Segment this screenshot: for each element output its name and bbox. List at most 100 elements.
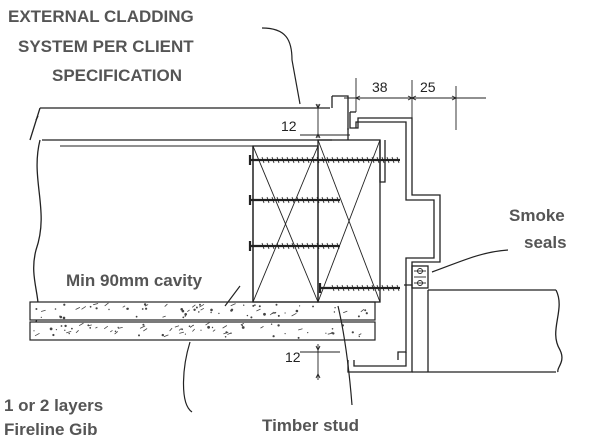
gib-speckle xyxy=(184,313,187,316)
timber-stud xyxy=(252,139,381,303)
gib-speckle xyxy=(75,330,79,334)
gib-speckle xyxy=(54,308,57,310)
gib-speckle xyxy=(357,315,360,318)
cavity-label: Min 90mm cavity xyxy=(66,271,203,290)
gib-speckle-texture xyxy=(33,302,368,339)
gib-speckle xyxy=(243,304,245,306)
gib-speckle xyxy=(93,303,99,306)
gib-speckle xyxy=(122,305,126,308)
gib-speckle xyxy=(295,309,299,313)
smoke-seals-label-line-2: seals xyxy=(524,233,567,252)
gib-speckle xyxy=(277,314,280,317)
gib-speckle xyxy=(199,303,201,306)
gib-speckle xyxy=(193,308,196,311)
gib-speckle xyxy=(59,315,61,317)
cladding-label-line-1: EXTERNAL CLADDING xyxy=(8,7,194,26)
gib-speckle xyxy=(135,315,138,318)
gib-speckle xyxy=(207,325,211,329)
gib-speckle xyxy=(163,334,169,338)
gib-speckle xyxy=(164,303,168,307)
gib-speckle xyxy=(198,311,200,313)
gib-speckle xyxy=(104,302,109,307)
gib-speckle xyxy=(145,307,148,310)
gib-speckle xyxy=(142,323,145,326)
gib-speckle xyxy=(187,309,190,313)
gib-speckle xyxy=(200,307,205,311)
gib-speckle xyxy=(117,327,123,329)
screw xyxy=(248,195,340,205)
gib-speckle xyxy=(364,309,367,312)
screw xyxy=(248,155,400,165)
gib-speckle xyxy=(358,335,360,338)
cladding-label-line-3: SPECIFICATION xyxy=(52,66,182,85)
gib-speckle xyxy=(33,330,35,332)
gib-speckle xyxy=(64,329,66,331)
gib-speckle xyxy=(212,329,216,332)
gib-label-line-2: Fireline Gib xyxy=(4,420,98,439)
gib-speckle xyxy=(103,325,109,330)
gib-label-line-1: 1 or 2 layers xyxy=(4,396,103,415)
gib-speckle xyxy=(223,331,229,335)
gib-speckle xyxy=(241,326,245,329)
gib-speckle xyxy=(250,316,253,319)
dimension-top-gap: 12 xyxy=(281,118,297,134)
gib-speckle xyxy=(256,308,261,312)
screw xyxy=(248,241,340,251)
gib-speckle xyxy=(34,332,40,337)
gib-speckle xyxy=(210,311,212,314)
gib-speckle xyxy=(60,325,63,327)
gib-speckle xyxy=(178,328,182,331)
gib-speckle xyxy=(108,308,110,311)
gib-speckle xyxy=(227,332,232,335)
gib-speckle xyxy=(35,308,38,310)
gib-speckle xyxy=(258,305,261,308)
gib-speckle xyxy=(327,332,333,335)
smoke-seals-label-line-1: Smoke xyxy=(509,206,565,225)
gib-speckle xyxy=(180,308,183,311)
smoke-seal xyxy=(411,265,429,289)
gib-speckle xyxy=(184,315,186,317)
gib-speckle xyxy=(126,308,128,310)
gib-speckle xyxy=(143,303,147,306)
gib-speckle xyxy=(139,325,146,329)
gib-speckle xyxy=(114,330,117,333)
gib-speckle xyxy=(49,327,53,331)
gib-speckle xyxy=(291,312,297,317)
wall-break-line xyxy=(33,139,42,323)
gib-speckle xyxy=(114,331,119,335)
gib-speckle xyxy=(274,312,276,314)
gib-speckle xyxy=(230,309,233,312)
gib-speckle xyxy=(218,312,220,315)
leader-lines xyxy=(182,27,509,413)
gib-speckle xyxy=(312,305,314,308)
gib-speckle xyxy=(246,314,249,317)
gib-speckle xyxy=(240,322,245,326)
fixing-screws xyxy=(248,155,400,293)
gib-speckle xyxy=(78,322,84,327)
gib-speckle xyxy=(109,330,113,333)
gib-speckle xyxy=(117,326,119,329)
gib-speckle xyxy=(210,308,213,312)
gib-speckle xyxy=(89,305,92,308)
gib-speckle xyxy=(263,312,266,316)
gib-speckle xyxy=(333,311,336,313)
door-leaf xyxy=(412,289,563,373)
gib-speckle xyxy=(334,307,336,309)
dimension-lines xyxy=(300,78,486,380)
gib-speckle xyxy=(192,328,195,332)
gib-speckle xyxy=(224,336,227,338)
gib-speckle xyxy=(192,324,194,326)
gib-speckle xyxy=(138,334,140,337)
gib-speckle xyxy=(181,328,184,331)
gib-speckle xyxy=(64,324,67,328)
gib-speckle xyxy=(254,304,256,306)
screw xyxy=(318,283,400,293)
gib-speckle xyxy=(284,312,286,314)
gib-speckle xyxy=(55,329,58,331)
gib-speckle xyxy=(89,327,92,329)
gib-speckle xyxy=(68,332,70,335)
gib-speckle xyxy=(241,324,243,327)
gib-speckle xyxy=(188,325,191,328)
gib-speckle xyxy=(272,335,275,338)
gib-speckle xyxy=(189,324,194,328)
